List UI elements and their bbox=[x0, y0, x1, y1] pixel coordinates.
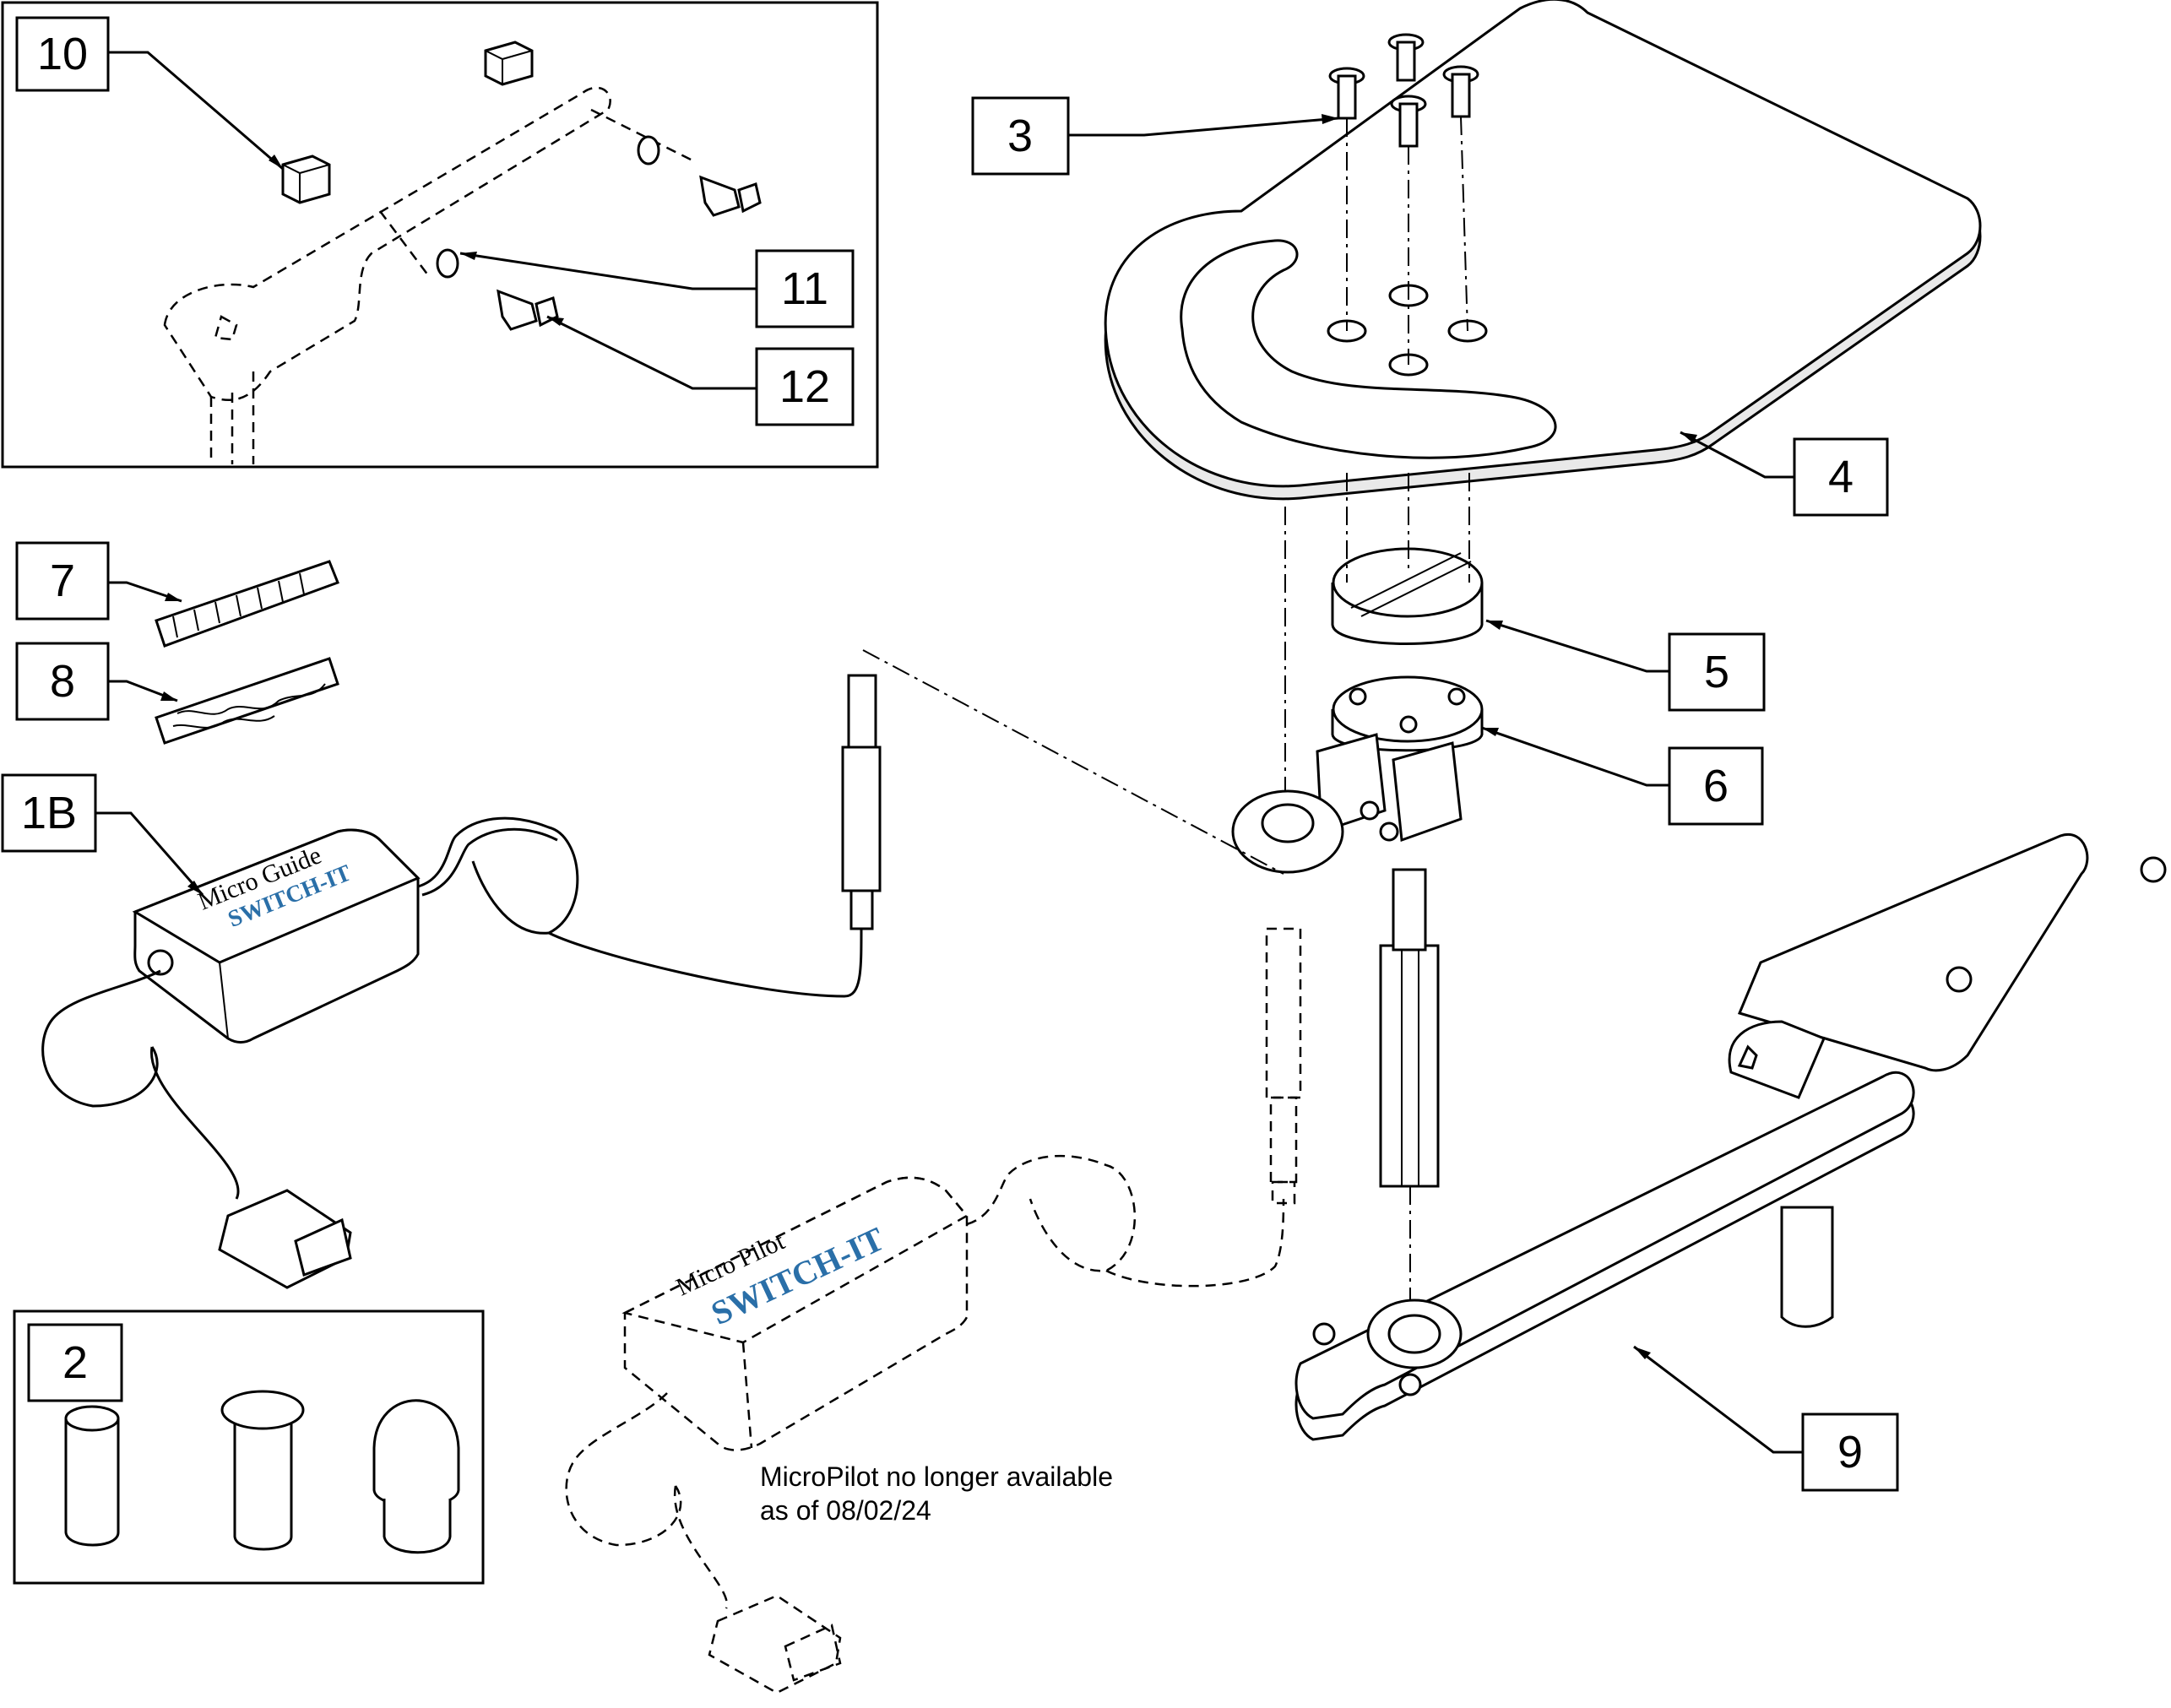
callout-6: 6 bbox=[1668, 746, 1764, 826]
inset-nut-upper bbox=[484, 41, 534, 86]
callout-3-label: 3 bbox=[1007, 111, 1033, 161]
availability-note-line1: MicroPilot no longer available bbox=[760, 1461, 1113, 1492]
callout-8: 8 bbox=[15, 642, 110, 721]
velcro-strip-8 bbox=[155, 657, 339, 745]
screw bbox=[1387, 33, 1425, 82]
screw bbox=[1442, 65, 1479, 118]
callout-5: 5 bbox=[1668, 632, 1766, 712]
callout-leaders bbox=[95, 114, 1803, 1454]
availability-note: MicroPilot no longer available as of 08/… bbox=[760, 1461, 1113, 1526]
mount-arm-9 bbox=[1294, 832, 2167, 1441]
inset-detail-box bbox=[1, 1, 879, 469]
callout-6-label: 6 bbox=[1703, 761, 1729, 811]
db9-connector-pilot bbox=[708, 1594, 842, 1694]
inset-washer-lower bbox=[436, 248, 459, 279]
inset-washer-upper bbox=[637, 135, 660, 165]
callout-10-label: 10 bbox=[37, 29, 88, 79]
swivel-clamp bbox=[1231, 733, 1463, 874]
stem-connector bbox=[841, 649, 1284, 930]
tips-box-2 bbox=[13, 1309, 485, 1585]
callout-8-label: 8 bbox=[50, 656, 75, 707]
callout-11: 11 bbox=[755, 249, 855, 328]
callout-9-label: 9 bbox=[1837, 1427, 1863, 1478]
tip-flat-cap bbox=[220, 1390, 305, 1551]
screws-3 bbox=[1328, 33, 1479, 365]
tip-cylinder bbox=[64, 1405, 120, 1547]
callout-4-label: 4 bbox=[1828, 452, 1853, 502]
inset-nut-lower bbox=[281, 155, 331, 204]
callout-7-label: 7 bbox=[50, 556, 75, 606]
mount-block-5 bbox=[1284, 473, 1484, 870]
callout-10: 10 bbox=[15, 16, 110, 92]
callout-7: 7 bbox=[15, 541, 110, 621]
callout-5-label: 5 bbox=[1704, 647, 1729, 697]
hex-post bbox=[1379, 868, 1440, 1351]
velcro-strip-7 bbox=[155, 560, 339, 648]
inset-bolt-upper bbox=[699, 175, 762, 217]
callout-12: 12 bbox=[755, 347, 855, 426]
inset-bolt-lower bbox=[497, 289, 559, 331]
tray-plate bbox=[1104, 0, 1982, 501]
screw bbox=[1328, 67, 1365, 120]
callout-9: 9 bbox=[1801, 1412, 1899, 1492]
callout-2-label: 2 bbox=[62, 1337, 88, 1388]
callout-2: 2 bbox=[27, 1323, 123, 1402]
micro-pilot-device: Micro Pilot SWITCH-IT bbox=[565, 927, 1302, 1694]
db9-connector bbox=[218, 1189, 352, 1289]
tip-dome bbox=[372, 1399, 460, 1554]
callout-4: 4 bbox=[1793, 437, 1889, 517]
callout-12-label: 12 bbox=[779, 361, 830, 412]
callout-1b-label: 1B bbox=[21, 788, 77, 838]
callout-11-label: 11 bbox=[781, 263, 828, 314]
callout-1b: 1B bbox=[1, 773, 97, 853]
micro-guide-device: Micro Guide SWITCH-IT bbox=[41, 816, 863, 1289]
availability-note-line2: as of 08/02/24 bbox=[760, 1495, 931, 1526]
callout-3: 3 bbox=[971, 96, 1070, 176]
